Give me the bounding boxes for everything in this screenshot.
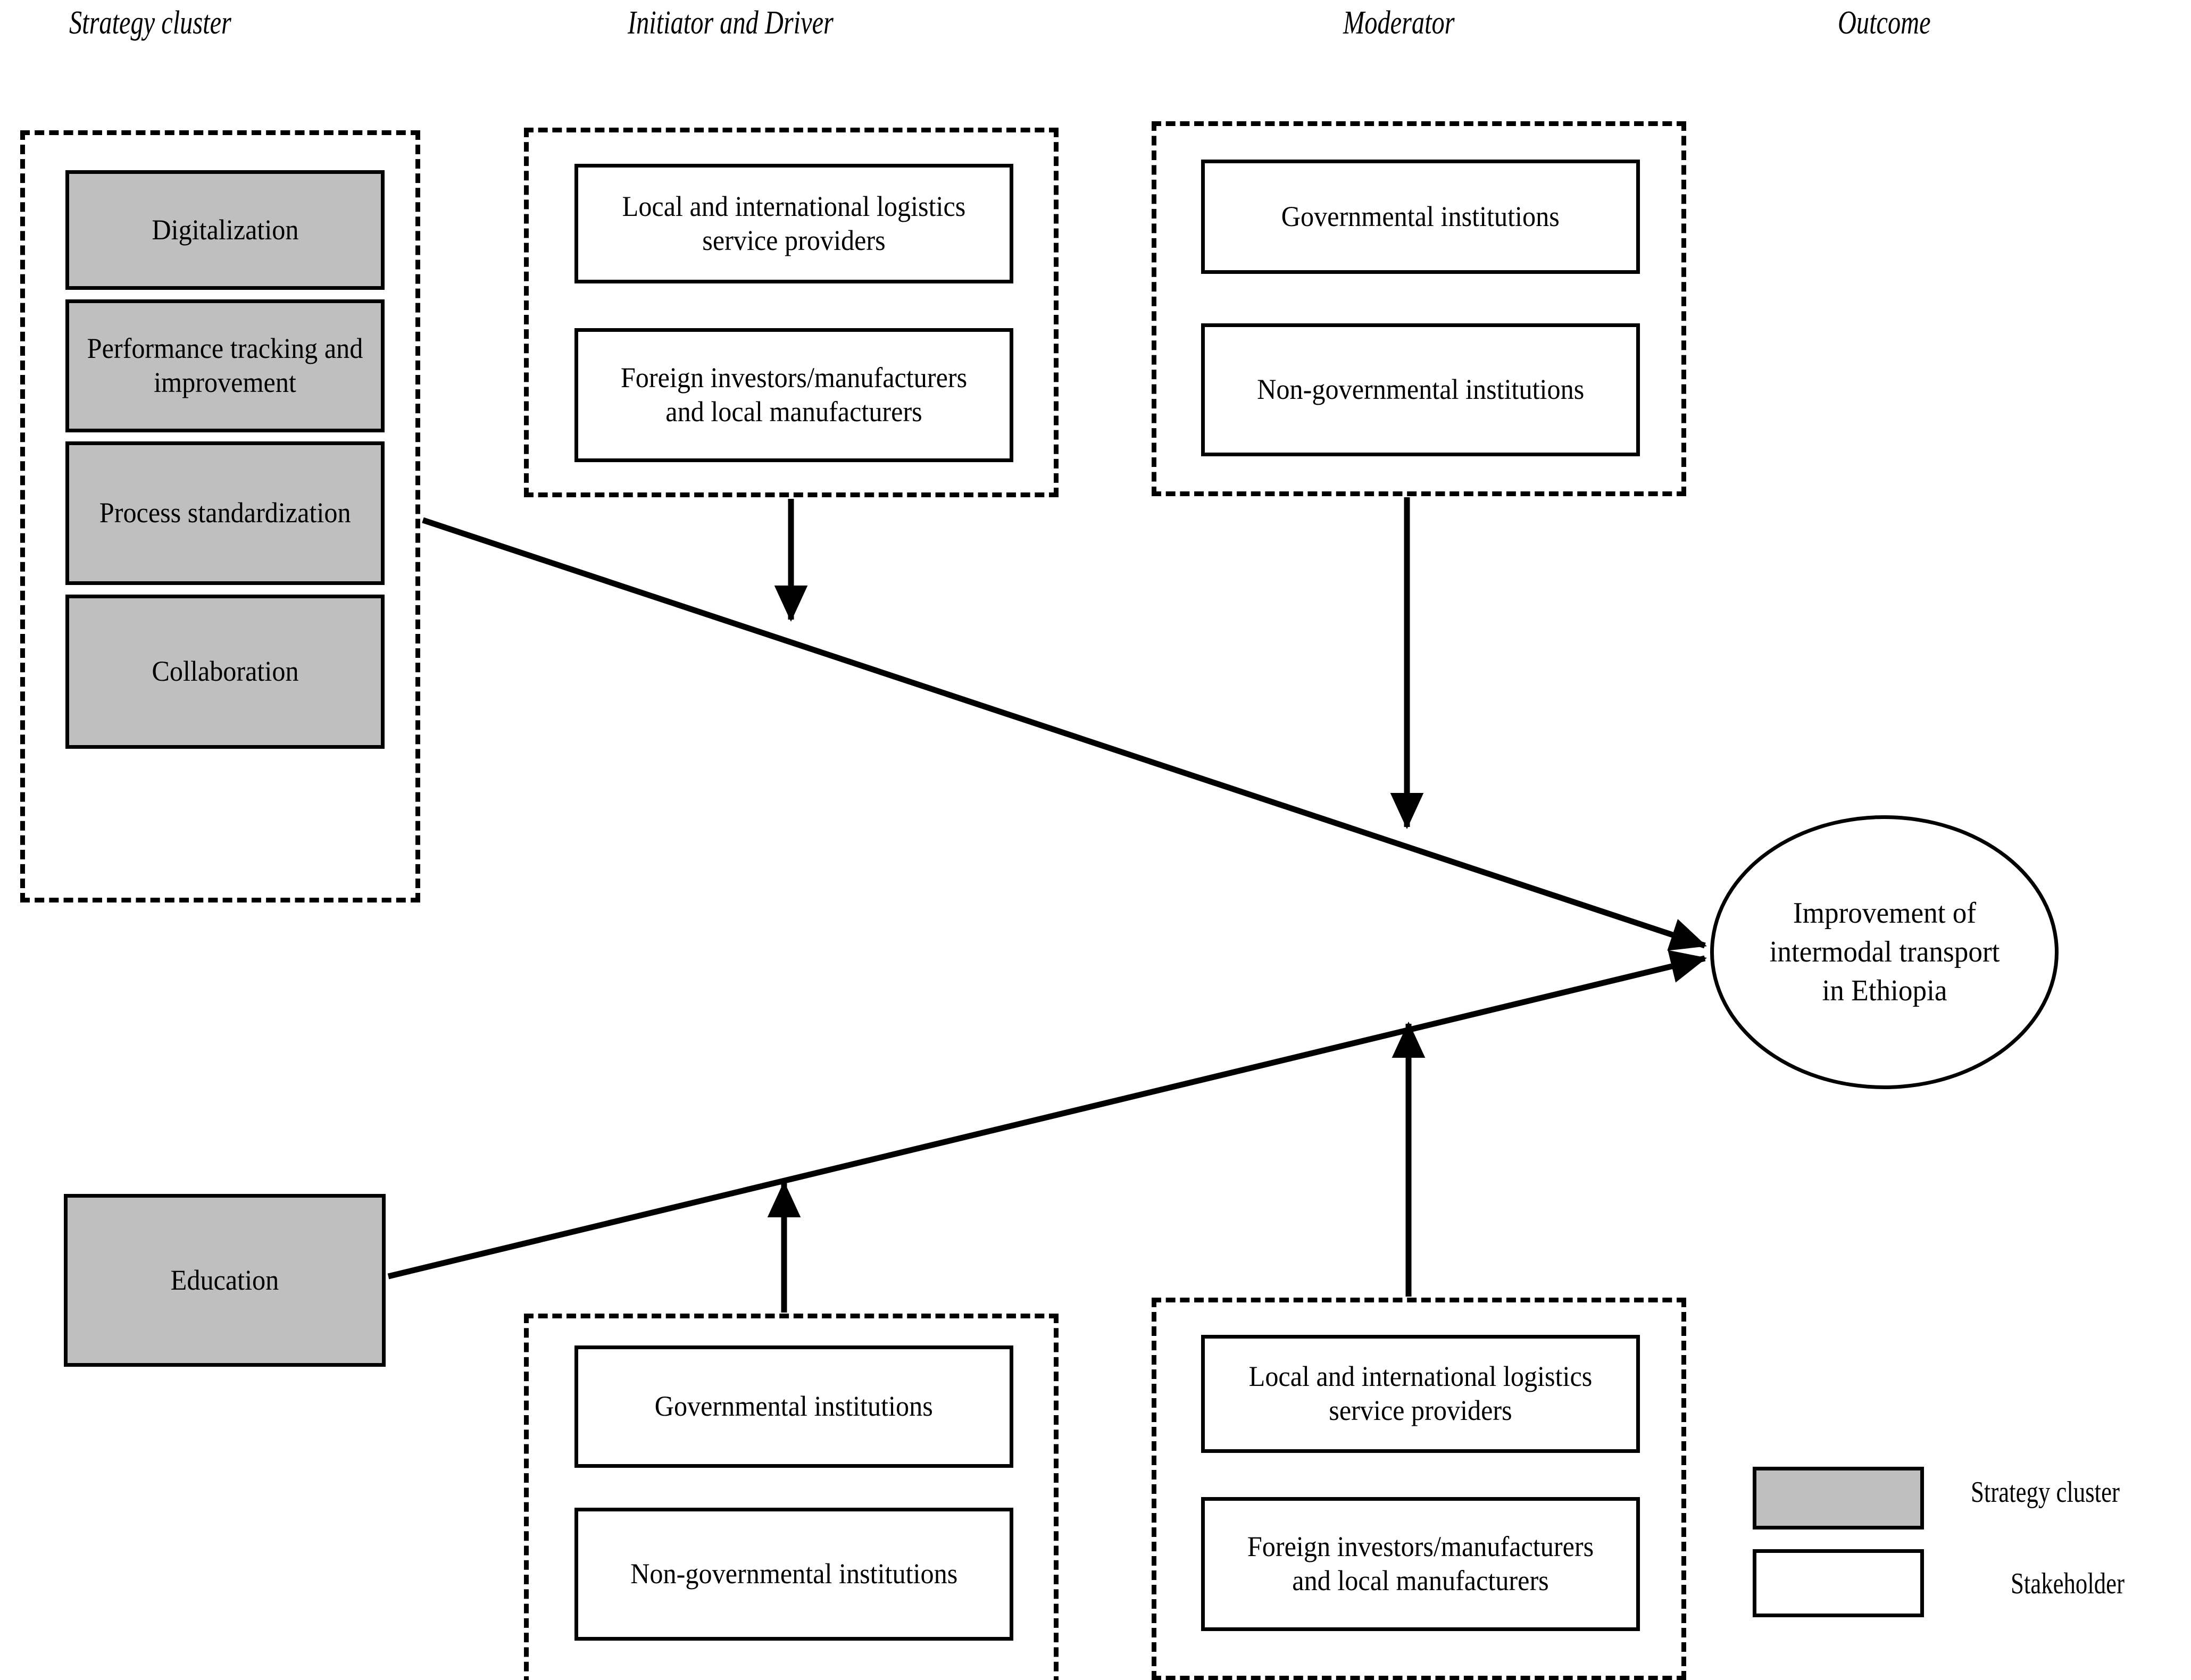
node-foreign-investors-manufacturers-and-local-manufacturers-top[interactable]: Foreign investors/manufacturers and loca… [574,328,1013,462]
node-label: Digitalization [151,213,299,246]
node-non-governmental-institutions-bottom[interactable]: Non-governmental institutions [574,1508,1013,1641]
node-process-standardization[interactable]: Process standardization [65,441,385,585]
node-education[interactable]: Education [64,1194,386,1367]
node-label: Education [170,1264,279,1296]
strategy-cluster-group [20,130,420,902]
node-digitalization[interactable]: Digitalization [65,170,385,290]
node-label: Foreign investors/manufacturers and loca… [1247,1531,1594,1597]
column-header-moderator: Moderator [1343,5,1455,41]
node-non-governmental-institutions-top[interactable]: Non-governmental institutions [1201,323,1640,456]
node-performance-tracking-and-improvement[interactable]: Performance tracking and improvement [65,299,385,432]
moderator-top-group [1152,121,1686,496]
node-label: Local and international logistics servic… [622,190,966,256]
legend-swatch-strategy-cluster [1753,1467,1924,1529]
node-label: Collaboration [151,655,299,688]
node-label: Foreign investors/manufacturers and loca… [620,362,968,428]
legend-label-strategy-cluster: Strategy cluster [1971,1476,2120,1509]
node-local-and-international-logistics-service-providers-bottom[interactable]: Local and international logistics servic… [1201,1335,1640,1453]
node-local-and-international-logistics-service-providers-top[interactable]: Local and international logistics servic… [574,164,1013,283]
edge-strategy-cluster-to-outcome [422,517,1707,951]
node-outcome-improvement-of-intermodal-transport-in-ethiopia[interactable]: Improvement of intermodal transport in E… [1710,815,2059,1089]
node-label: Performance tracking and improvement [87,332,363,398]
node-label: Governmental institutions [654,1390,934,1423]
node-foreign-investors-manufacturers-and-local-manufacturers-bottom[interactable]: Foreign investors/manufacturers and loca… [1201,1497,1640,1631]
node-governmental-institutions-top[interactable]: Governmental institutions [1201,160,1640,274]
column-header-outcome: Outcome [1838,5,1931,41]
column-header-initiator-and-driver: Initiator and Driver [628,5,834,41]
node-governmental-institutions-bottom[interactable]: Governmental institutions [574,1345,1013,1468]
node-label: Governmental institutions [1281,200,1560,232]
node-label: Non-governmental institutions [630,1558,958,1590]
column-header-strategy-cluster: Strategy cluster [69,5,231,41]
initiator-and-driver-bottom-group [524,1314,1059,1680]
node-label: Local and international logistics servic… [1248,1360,1593,1426]
initiator-and-driver-top-group [524,128,1059,497]
edge-education-to-outcome [387,950,1707,1280]
moderator-bottom-group [1152,1298,1686,1680]
legend-swatch-stakeholder [1753,1549,1924,1617]
node-collaboration[interactable]: Collaboration [65,595,385,749]
node-label: Improvement of intermodal transport in E… [1769,897,2000,1007]
node-label: Process standardization [99,497,351,529]
node-label: Non-governmental institutions [1256,373,1585,406]
legend-label-stakeholder: Stakeholder [2011,1567,2125,1600]
